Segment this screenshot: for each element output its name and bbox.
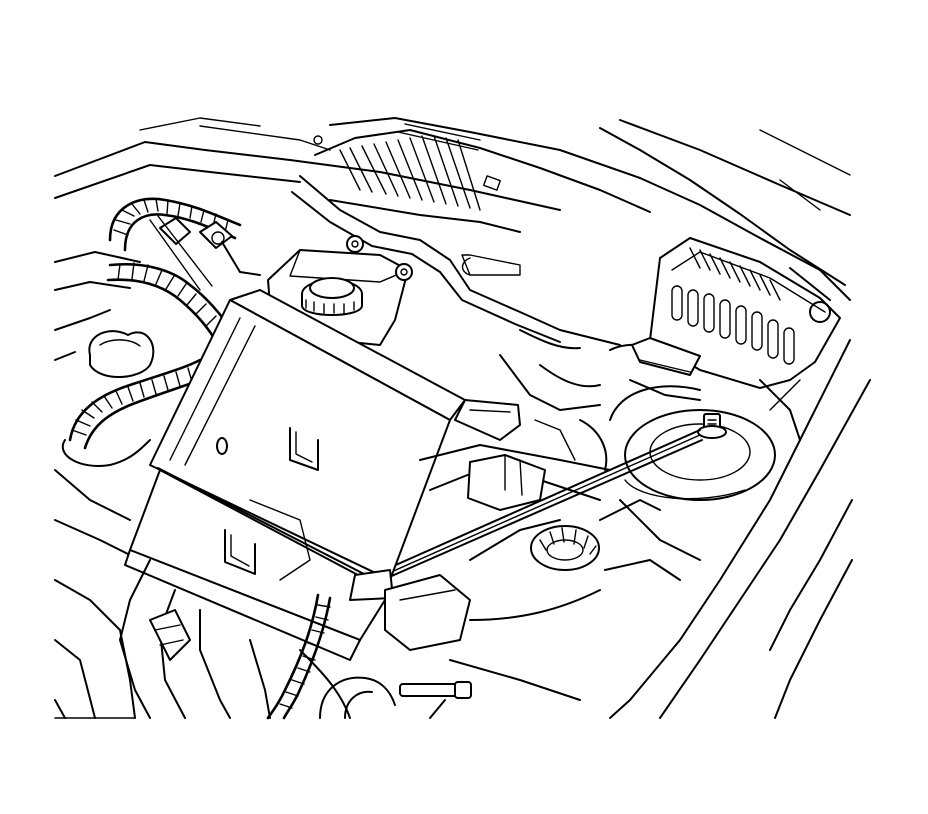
reservoir-cap (301, 277, 363, 316)
right-fender (609, 339, 871, 719)
mounting-bolts (346, 235, 413, 281)
connector-plugs (149, 215, 261, 291)
grille-fins (671, 247, 795, 365)
strut-nut (697, 413, 727, 439)
upper-plenum-body (291, 175, 621, 346)
connector-symbol-lower (224, 529, 256, 575)
left-inner-panel (54, 251, 141, 719)
oil-filler-cap (530, 525, 600, 571)
corrugated-hose-lower (61, 358, 207, 467)
hood-edge-lines (54, 117, 561, 211)
radiator-grille (649, 237, 841, 389)
bottom-fitting (319, 676, 472, 719)
cowl-panel (313, 117, 851, 301)
harness-conduit-lower (266, 593, 332, 720)
control-module (124, 289, 521, 661)
reservoir-cap-left (88, 330, 155, 378)
mid-right-linkages (609, 337, 801, 561)
intake-plenum-ribs (329, 123, 521, 233)
strut-tower (609, 385, 776, 501)
connector-symbol-upper (289, 427, 319, 471)
lower-components (384, 329, 681, 701)
lower-left-components (119, 559, 351, 719)
